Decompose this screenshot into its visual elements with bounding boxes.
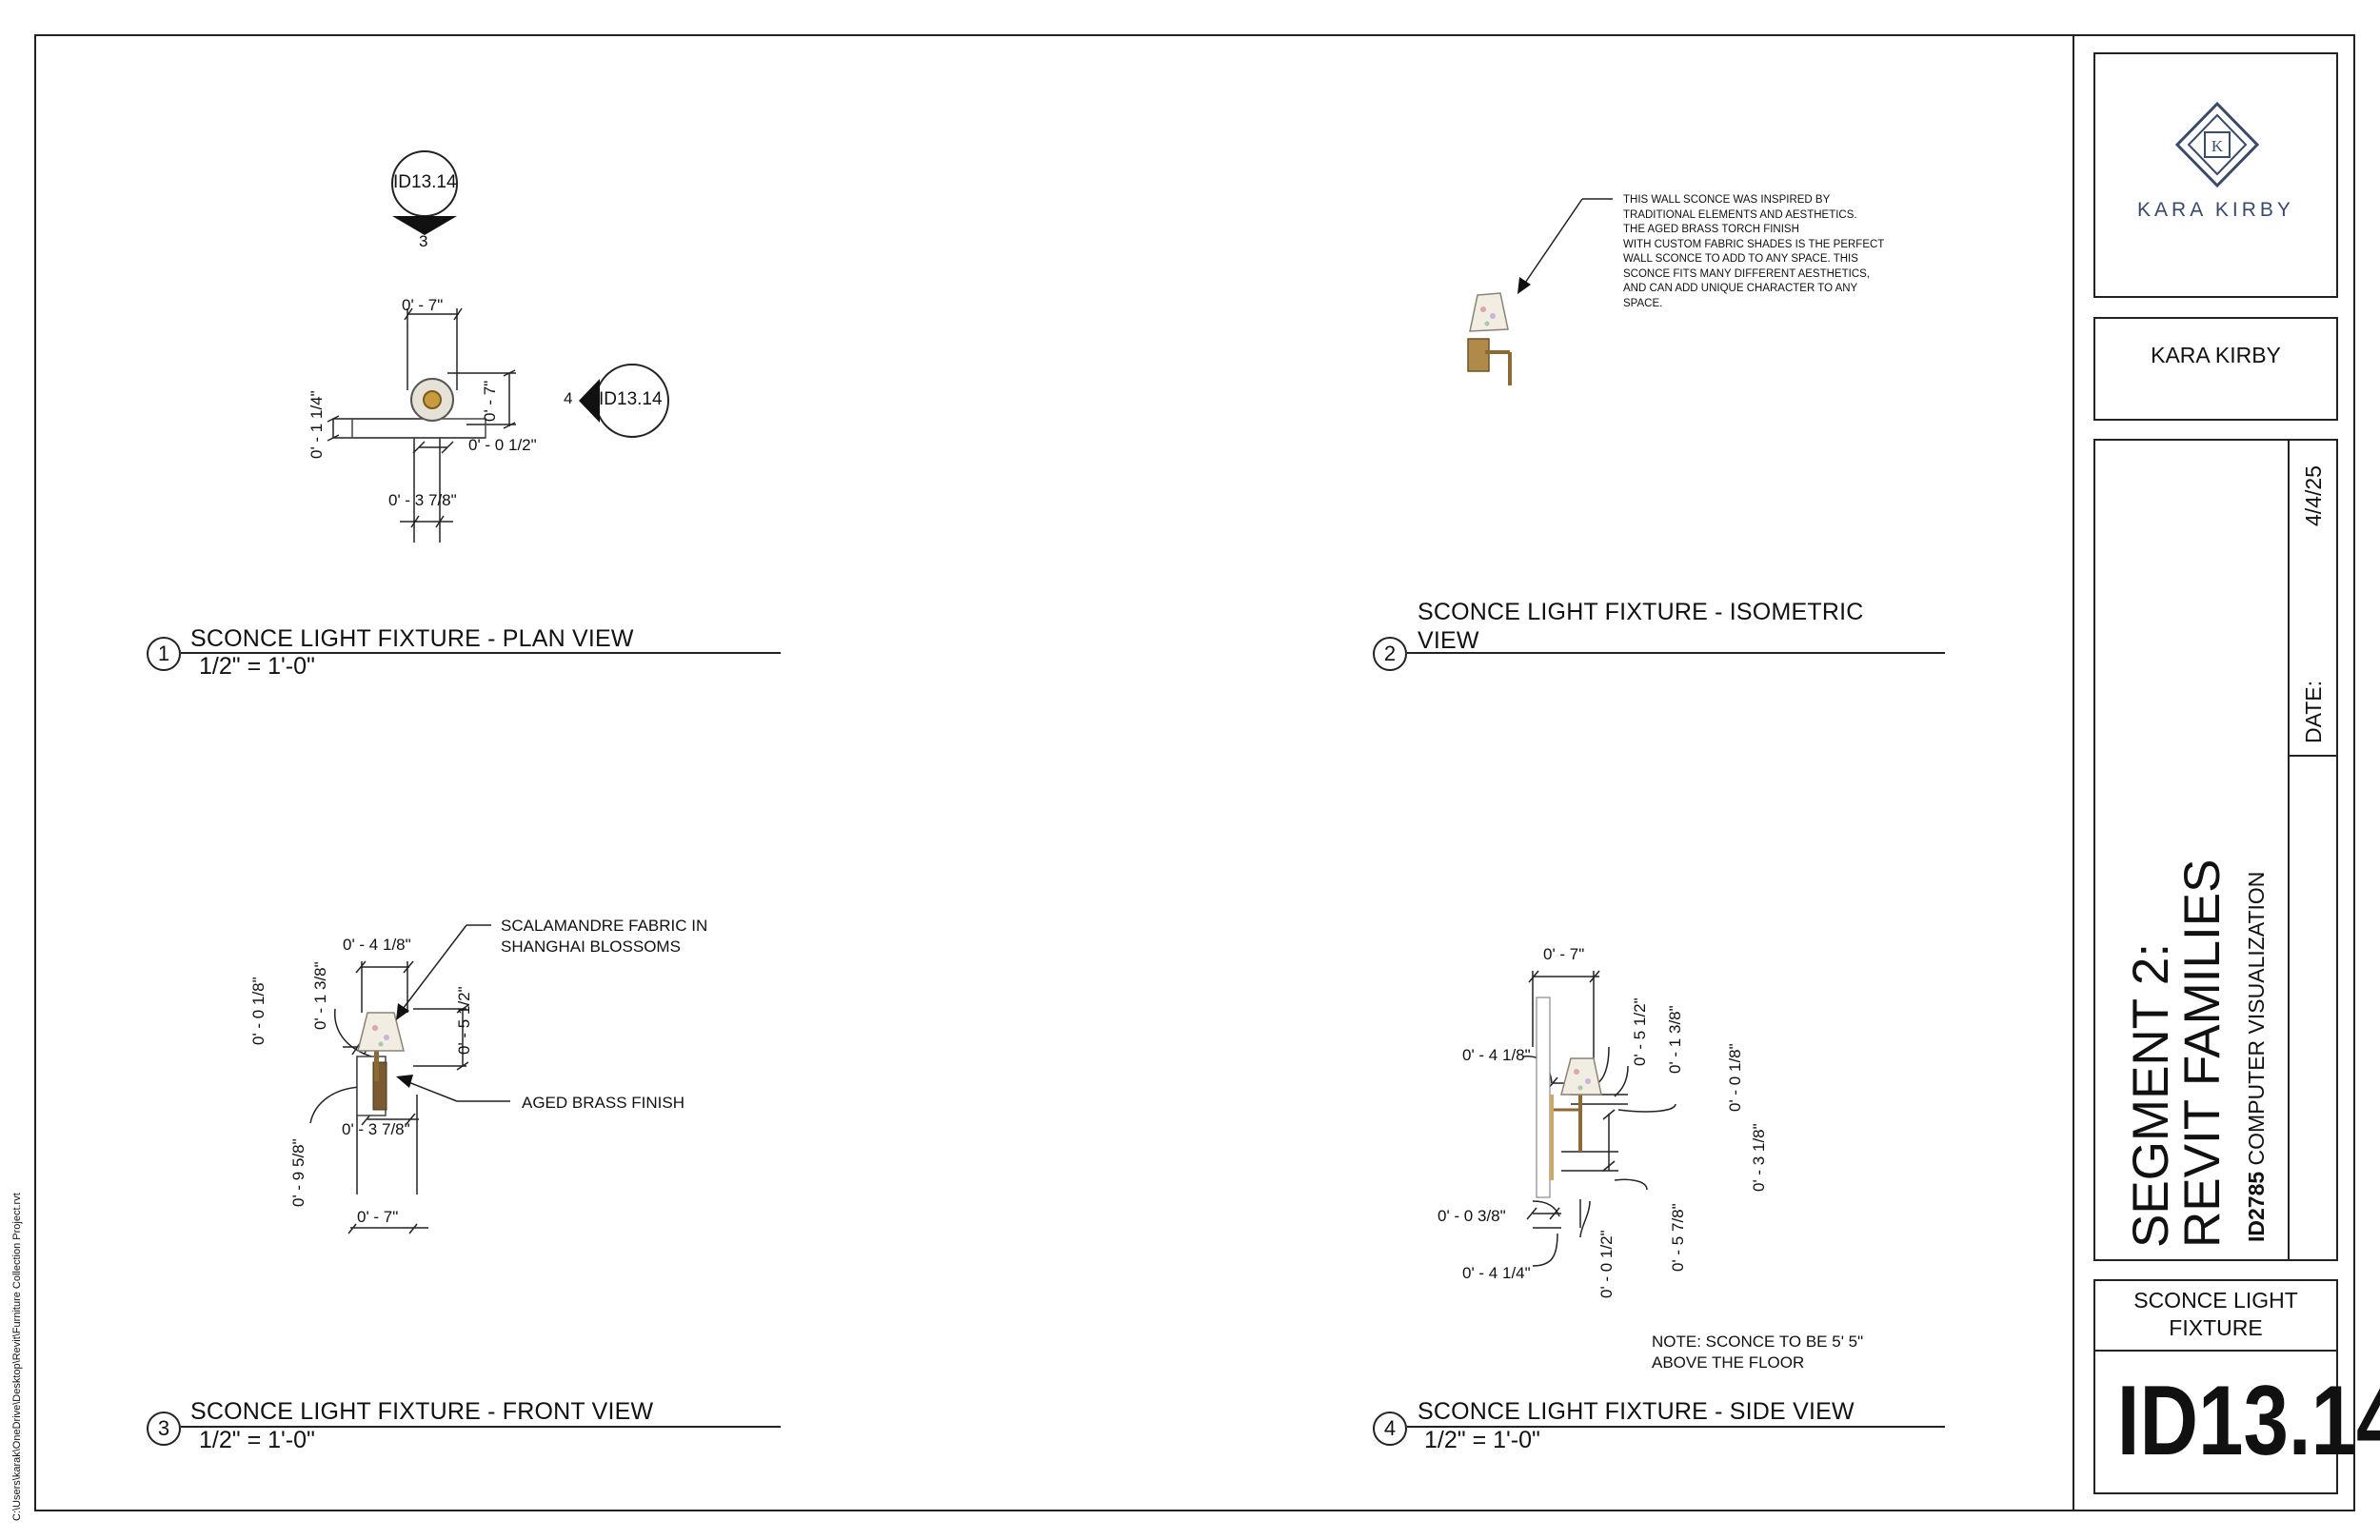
logo-diamond-icon: K — [2174, 101, 2260, 188]
front-dim-bottom: 0' - 7" — [357, 1208, 399, 1226]
side-dim-e: 0' - 3 1/8" — [1750, 1123, 1768, 1192]
front-dim-right: 0' - 5 1/2" — [455, 986, 473, 1055]
side-floor-note: NOTE: SCONCE TO BE 5' 5" ABOVE THE FLOOR — [1652, 1333, 1864, 1372]
date-divider-h — [2288, 755, 2336, 757]
sheet-number: ID13.14 — [2116, 1366, 2380, 1476]
side-dim-top: 0' - 7" — [1543, 945, 1585, 963]
side-dim-a: 0' - 4 1/8" — [1462, 1046, 1531, 1064]
front-fabric-note: SCALAMANDRE FABRIC IN SHANGHAI BLOSSOMS — [501, 917, 708, 956]
date-divider-v — [2288, 441, 2290, 1259]
section-tag-number: 3 — [419, 232, 428, 250]
front-view-drawing — [309, 960, 469, 1234]
designer-box: KARA KIRBY — [2093, 317, 2338, 421]
view-4-title: SCONCE LIGHT FIXTURE - SIDE VIEW — [1418, 1398, 1854, 1425]
logo-name: KARA KIRBY — [2137, 199, 2294, 221]
view-2-number: 2 — [1373, 637, 1407, 671]
file-path: C:\Users\karak\OneDrive\Desktop\Revit\Fu… — [11, 1193, 23, 1521]
course-code: ID2785 — [2244, 1171, 2269, 1242]
plan-dim-top: 0' - 7" — [402, 296, 444, 314]
sheet-title: SCONCE LIGHT FIXTURE — [2133, 1288, 2298, 1340]
view-3-number: 3 — [147, 1412, 181, 1446]
designer-name: KARA KIRBY — [2151, 343, 2281, 367]
view-1-underline — [181, 652, 781, 654]
front-dim-v1: 0' - 0 1/8" — [249, 977, 268, 1045]
front-dim-top: 0' - 4 1/8" — [343, 936, 411, 954]
elevation-tag-label: ID13.14 — [599, 389, 663, 409]
title-block-divider — [2073, 34, 2074, 1511]
side-dim-i: 0' - 5 7/8" — [1669, 1203, 1687, 1272]
view-3-scale: 1/2" = 1'-0" — [199, 1427, 315, 1453]
side-dim-h: 0' - 0 1/2" — [1597, 1230, 1616, 1298]
side-dim-g: 0' - 4 1/4" — [1462, 1264, 1531, 1282]
front-dim-left: 0' - 9 5/8" — [289, 1138, 307, 1207]
sheet-info-box: SCONCE LIGHT FIXTURE ID13.14 — [2093, 1279, 2380, 1494]
date-value: 4/4/25 — [2301, 465, 2326, 526]
iso-description-note: THIS WALL SCONCE WAS INSPIRED BY TRADITI… — [1623, 194, 1885, 309]
view-4-scale: 1/2" = 1'-0" — [1424, 1427, 1540, 1453]
front-dim-mid: 0' - 3 7/8" — [342, 1120, 410, 1138]
plan-dim-small: 0' - 0 1/2" — [468, 436, 537, 454]
view-3-underline — [181, 1426, 781, 1428]
sheet-title-divider — [2095, 1350, 2336, 1352]
front-leader-fabric — [396, 924, 491, 1020]
course-name: COMPUTER VISUALIZATION — [2244, 871, 2269, 1172]
plan-dim-left: 0' - 1 1/4" — [307, 390, 326, 459]
segment-line-2: REVIT FAMILIES — [2174, 859, 2231, 1248]
segment-line-1: SEGMENT 2: — [2123, 942, 2179, 1248]
date-label: DATE: — [2301, 680, 2326, 743]
view-3-title: SCONCE LIGHT FIXTURE - FRONT VIEW — [190, 1398, 654, 1425]
view-1-scale: 1/2" = 1'-0" — [199, 653, 315, 680]
sheet-border — [34, 34, 2355, 1511]
project-box: 4/4/25 DATE: ID2785 COMPUTER VISUALIZATI… — [2093, 439, 2338, 1261]
front-finish-note: AGED BRASS FINISH — [522, 1094, 684, 1112]
section-tag-label: ID13.14 — [393, 172, 457, 192]
plan-dim-bottom: 0' - 3 7/8" — [388, 491, 457, 509]
side-view-drawing — [1522, 970, 1676, 1267]
elevation-tag-marker — [579, 364, 669, 438]
elevation-tag-number: 4 — [564, 389, 573, 407]
course-label: ID2785 COMPUTER VISUALIZATION — [2244, 872, 2270, 1242]
logo-initial: K — [2211, 137, 2224, 155]
front-dim-v2: 0' - 1 3/8" — [311, 961, 329, 1030]
view-2-underline — [1407, 652, 1945, 654]
section-tag-marker — [391, 150, 458, 235]
view-2-title: SCONCE LIGHT FIXTURE - ISOMETRIC VIEW — [1418, 599, 1864, 654]
logo-box: K KARA KIRBY — [2093, 52, 2338, 298]
side-dim-c: 0' - 1 3/8" — [1666, 1005, 1684, 1074]
front-leader-finish — [396, 1075, 510, 1102]
segment-title: SEGMENT 2: REVIT FAMILIES — [2123, 859, 2231, 1248]
view-1-title: SCONCE LIGHT FIXTURE - PLAN VIEW — [190, 625, 634, 652]
iso-sconce-drawing — [1467, 292, 1512, 385]
side-dim-d: 0' - 0 1/8" — [1726, 1043, 1744, 1112]
iso-leader — [1517, 198, 1613, 294]
side-dim-b: 0' - 5 1/2" — [1631, 997, 1649, 1066]
view-4-underline — [1407, 1426, 1945, 1428]
plan-view-drawing — [327, 307, 516, 543]
side-dim-f: 0' - 0 3/8" — [1438, 1207, 1506, 1225]
view-4-number: 4 — [1373, 1412, 1407, 1446]
plan-dim-right: 0' - 7" — [481, 380, 499, 422]
view-1-number: 1 — [147, 637, 181, 671]
